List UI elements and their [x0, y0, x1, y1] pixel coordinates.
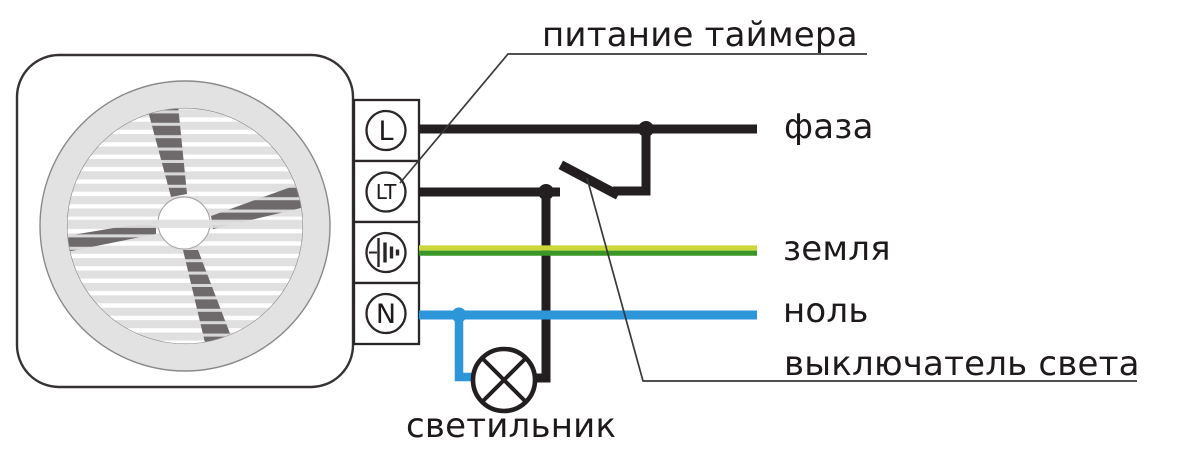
fan-blade-top — [147, 108, 187, 197]
lamp-neutral-drop-wire — [454, 318, 473, 382]
terminal-circle-L — [365, 109, 407, 152]
lamp-label: светильник — [406, 406, 617, 446]
terminal-circle-LT — [365, 171, 407, 213]
terminal-label-N: N — [376, 299, 396, 330]
ground-icon — [369, 238, 400, 267]
lamp-symbol — [470, 346, 538, 414]
lamp-phase-drop-wire — [536, 196, 551, 383]
fan-illustration — [15, 53, 355, 389]
fan-blade-bottom — [183, 250, 234, 344]
light-switch-label: выключатель света — [784, 344, 1140, 384]
switch-branch-wire — [613, 131, 651, 196]
fan-blades — [67, 108, 303, 344]
fan-blade-right — [211, 183, 303, 229]
light-switch-lever — [558, 160, 621, 200]
fan-blade-left — [67, 221, 156, 252]
light-switch-leader-line — [586, 177, 1137, 382]
terminal-label-L: L — [378, 116, 393, 147]
ground-label: земля — [783, 229, 891, 269]
terminal-circle-N — [365, 292, 407, 335]
terminal-label-LT: LT — [376, 180, 397, 204]
terminal-block — [352, 98, 421, 346]
fan-hub-slat — [67, 219, 303, 228]
timer-power-leader-line — [399, 53, 867, 184]
timer-power-label: питание таймера — [542, 15, 858, 55]
phase-label: фаза — [784, 107, 874, 147]
neutral-label: ноль — [783, 291, 869, 331]
